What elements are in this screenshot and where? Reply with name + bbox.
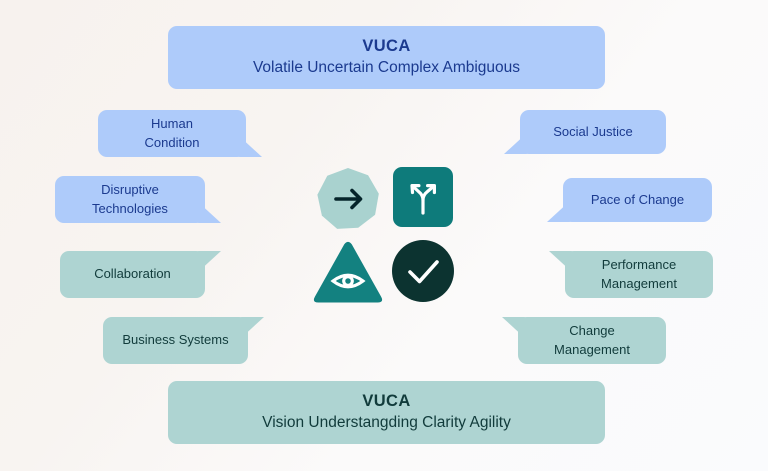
top-banner-title: VUCA [362,37,411,56]
bubble-label: Social Justice [553,123,633,139]
bottom-banner-subtitle: Vision Understangding Clarity Agility [262,414,511,432]
bubble-social-justice[interactable]: Social Justice [520,110,666,154]
split-path-icon[interactable] [393,167,453,227]
triangle-shape [313,241,383,303]
bubble-pace-of-change[interactable]: Pace of Change [563,178,712,222]
checkmark-icon[interactable] [392,240,454,302]
circle-shape [392,240,454,302]
arrow-right-icon[interactable] [316,167,380,231]
bubble-label: Collaboration [94,266,171,282]
eye-vision-icon[interactable] [312,240,384,306]
vuca-bottom-banner: VUCA Vision Understangding Clarity Agili… [168,381,605,444]
vuca-top-banner: VUCA Volatile Uncertain Complex Ambiguou… [168,26,605,89]
bottom-banner-title: VUCA [362,392,411,411]
bubble-label: Pace of Change [590,191,685,207]
bubble-collaboration[interactable]: Collaboration [60,251,205,298]
bubble-business-systems[interactable]: Business Systems [103,317,248,364]
top-banner-subtitle: Volatile Uncertain Complex Ambiguous [252,59,521,77]
bubble-label: Business Systems [122,332,229,348]
